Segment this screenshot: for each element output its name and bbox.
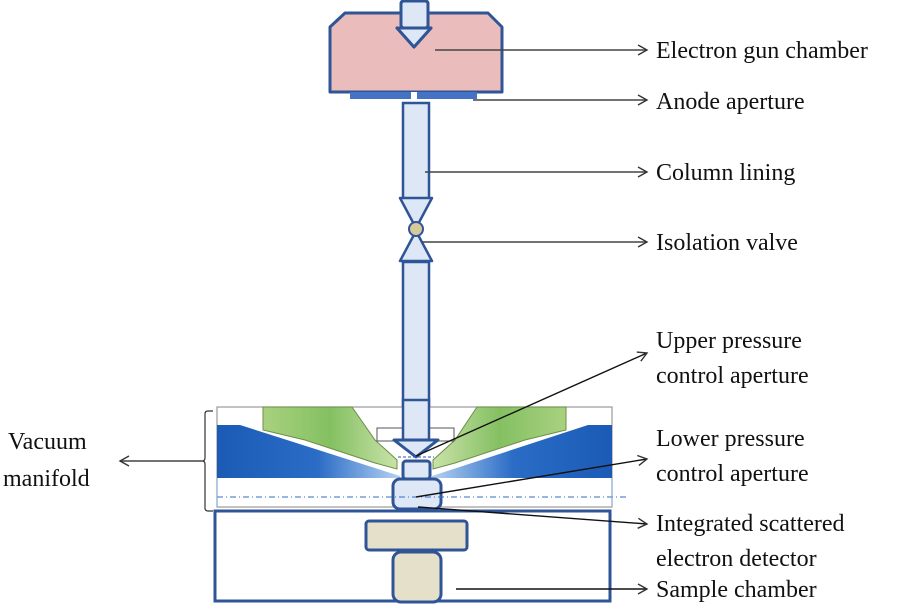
- manifold-green-right: [432, 406, 567, 470]
- manifold-blue-right: [432, 425, 612, 478]
- isolation-valve-top: [398, 196, 434, 230]
- isolation-valve-bottom: [398, 229, 434, 263]
- label-anode-aperture: Anode aperture: [656, 89, 805, 115]
- label-column-lining: Column lining: [656, 160, 795, 186]
- label-isolation-valve: Isolation valve: [656, 230, 798, 256]
- sample-stage-top: [364, 519, 469, 552]
- isolation-valve-ball: [408, 221, 424, 237]
- scattered-electron-detector: [391, 477, 443, 511]
- label-detector-line1: Integrated scattered: [656, 511, 845, 537]
- vacuum-manifold: [216, 398, 626, 511]
- manifold-green-left: [262, 406, 398, 470]
- emitter-tip: [395, 26, 433, 49]
- sample-stage-post: [391, 550, 443, 604]
- label-upper-pressure-line2: control aperture: [656, 363, 809, 389]
- emitter-stem: [399, 0, 430, 30]
- label-electron-gun-chamber: Electron gun chamber: [656, 38, 868, 64]
- gun-chamber-body: [328, 11, 504, 94]
- leader-lines: [118, 44, 649, 595]
- label-upper-pressure-line1: Upper pressure: [656, 328, 802, 354]
- column-lining-end: [401, 398, 431, 442]
- label-sample-chamber: Sample chamber: [656, 577, 817, 603]
- leader-lower-pressure: [415, 454, 649, 498]
- label-vacuum-manifold-line2: manifold: [3, 466, 90, 492]
- column-lining-upper: [401, 101, 431, 202]
- leader-detector: [417, 506, 649, 529]
- leader-upper-pressure: [415, 351, 649, 457]
- upper-pressure-control-aperture: [392, 438, 440, 459]
- vacuum-manifold-bracket: [201, 410, 213, 512]
- labels: Electron gun chamber Anode aperture Colu…: [3, 38, 868, 603]
- label-vacuum-manifold-line1: Vacuum: [8, 429, 87, 455]
- label-lower-pressure-line2: control aperture: [656, 461, 809, 487]
- manifold-blue-left: [217, 425, 400, 478]
- lower-pressure-control-aperture: [401, 459, 432, 481]
- anode-aperture-hole: [411, 92, 417, 99]
- label-detector-line2: electron detector: [656, 546, 817, 572]
- label-lower-pressure-line1: Lower pressure: [656, 426, 805, 452]
- sample-chamber: [213, 509, 612, 604]
- electron-gun-chamber: [328, 0, 504, 99]
- column: [398, 101, 434, 440]
